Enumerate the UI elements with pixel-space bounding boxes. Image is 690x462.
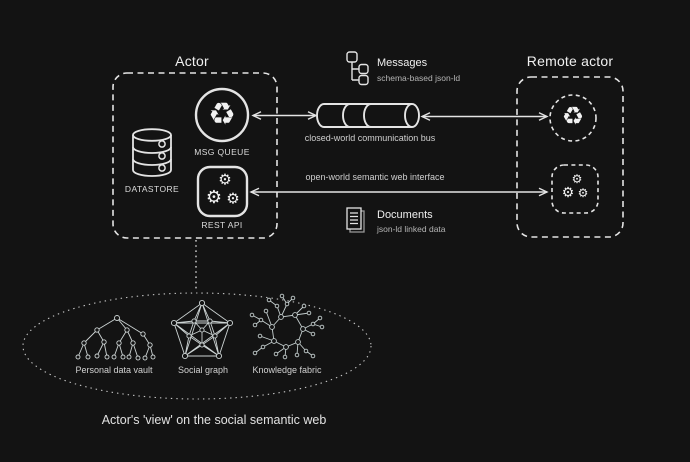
- bus-left-arrow: [251, 111, 318, 120]
- recycle-icon: ♻: [208, 96, 236, 132]
- bus-label: closed-world communication bus: [304, 133, 436, 143]
- open-world-arrow: [249, 187, 549, 197]
- open-world-label: open-world semantic web interface: [305, 172, 445, 182]
- remote-recycle-icon: ♻: [561, 102, 585, 131]
- datastore-label: DATASTORE: [124, 184, 180, 194]
- messages-icon: [346, 51, 369, 86]
- messages-subtitle: schema-based json-ld: [377, 73, 461, 83]
- messages-title: Messages: [377, 57, 428, 69]
- personal-data-vault-graph: [75, 315, 156, 361]
- documents-title: Documents: [377, 209, 433, 221]
- gear-icon: ⚙: [205, 187, 223, 207]
- remote-gear-icon: ⚙: [577, 186, 589, 200]
- rest-api-box: [196, 165, 249, 218]
- rest-api-label: REST API: [201, 220, 243, 230]
- documents-icon: [346, 207, 365, 233]
- view-ellipse: [22, 292, 372, 400]
- bus-cylinder: [316, 103, 420, 128]
- msg-queue-circle: [194, 87, 250, 143]
- gear-icon: ⚙: [226, 190, 240, 208]
- datastore-icon: [132, 128, 172, 177]
- personal-data-vault-label: Personal data vault: [75, 365, 153, 375]
- gear-icon: ⚙: [218, 171, 232, 189]
- bus-right-arrow: [420, 112, 549, 121]
- remote-queue-circle: [549, 94, 597, 142]
- social-graph: [170, 299, 234, 360]
- knowledge-fabric-label: Knowledge fabric: [252, 365, 322, 375]
- remote-gear-icon: ⚙: [571, 172, 583, 186]
- social-graph-label: Social graph: [177, 365, 229, 375]
- view-caption: Actor's 'view' on the social semantic we…: [101, 413, 327, 427]
- remote-api-box: [551, 164, 599, 214]
- documents-subtitle: json-ld linked data: [377, 224, 446, 234]
- remote-gear-icon: ⚙: [561, 184, 575, 200]
- msg-queue-label: MSG QUEUE: [194, 147, 250, 157]
- knowledge-fabric-graph: [249, 293, 325, 360]
- actor-box: [112, 72, 278, 239]
- remote-actor-title: Remote actor: [526, 53, 614, 69]
- actor-title: Actor: [175, 53, 209, 69]
